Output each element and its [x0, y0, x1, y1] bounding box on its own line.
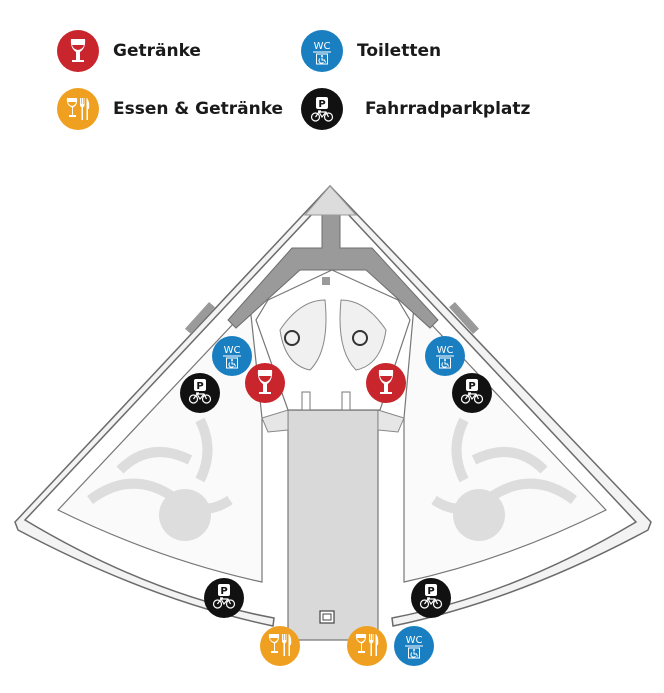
drinks-pin-left[interactable] — [245, 363, 285, 403]
bike-pin-bottom-left[interactable] — [204, 578, 244, 618]
legend-bike-label: Fahrradparkplatz — [365, 99, 531, 119]
wc-pin-left[interactable] — [212, 336, 252, 376]
food-drink-icon — [57, 88, 99, 130]
legend-toilets: WC Toiletten — [301, 30, 441, 72]
legend-food-label: Essen & Getränke — [113, 99, 284, 119]
legend-drinks-label: Getränke — [113, 41, 201, 61]
north-arrow — [303, 185, 358, 216]
food-pin-right[interactable] — [347, 626, 387, 666]
bike-pin-top-left[interactable] — [180, 373, 220, 413]
wine-glass-icon — [57, 30, 99, 72]
right-garden-circle — [453, 489, 505, 541]
bike-pin-top-right[interactable] — [452, 373, 492, 413]
legend-drinks: Getränke — [57, 30, 201, 72]
legend-food: Essen & Getränke — [57, 88, 283, 130]
wc-text: WC — [314, 41, 331, 52]
bike-parking-icon: P — [301, 88, 343, 130]
bike-parking-text: P — [318, 99, 325, 110]
info-point-icon — [319, 610, 335, 624]
left-garden-circle — [159, 489, 211, 541]
drinks-pin-right[interactable] — [366, 363, 406, 403]
wc-pin-bottom[interactable] — [394, 626, 434, 666]
legend-toilets-label: Toiletten — [357, 41, 442, 61]
bike-pin-bottom-right[interactable] — [411, 578, 451, 618]
wc-pin-right[interactable] — [425, 336, 465, 376]
wc-icon: WC — [301, 30, 343, 72]
food-pin-left[interactable] — [260, 626, 300, 666]
legend-bike: P Fahrradparkplatz — [301, 88, 530, 130]
central-avenue — [287, 409, 379, 641]
